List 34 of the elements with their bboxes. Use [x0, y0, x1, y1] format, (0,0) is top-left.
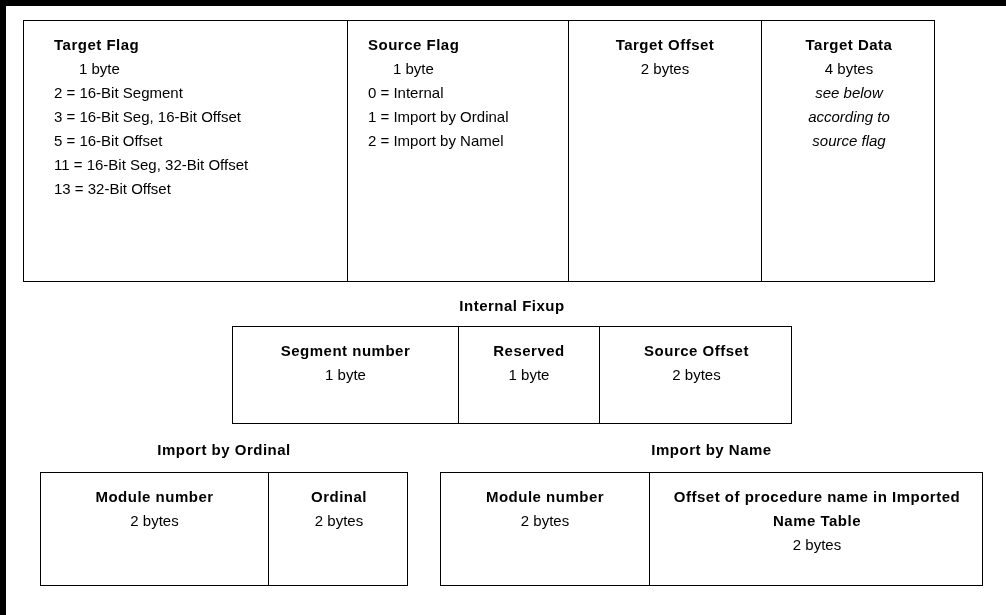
field-value: 13 = 32-Bit Offset [54, 179, 172, 199]
field-size: 1 byte [78, 59, 121, 79]
field-value: 2 = Import by Namel [368, 131, 505, 151]
field-size: 2 bytes [313, 511, 365, 531]
field-size: 2 bytes [639, 59, 691, 79]
field-name: Target Offset [614, 35, 716, 55]
field-name: Offset of procedure name in Imported Name Table [672, 487, 962, 531]
field-size: 2 bytes [671, 365, 722, 385]
field-value: 5 = 16-Bit Offset [54, 131, 164, 151]
field-name: Target Flag [54, 35, 141, 55]
section-heading: Internal Fixup [458, 296, 566, 316]
field-size: 1 byte [507, 365, 551, 385]
section-heading: Import by Ordinal [156, 440, 292, 460]
note-text: see below according to source flag [807, 83, 891, 151]
field-name: Reserved [492, 341, 566, 361]
field-value: 1 = Import by Ordinal [368, 107, 510, 127]
field-name: Source Offset [643, 341, 750, 361]
field-size: 1 byte [392, 59, 435, 79]
field-value: 0 = Internal [368, 83, 445, 103]
field-name: Ordinal [310, 487, 368, 507]
field-value: 11 = 16-Bit Seg, 32-Bit Offset [54, 155, 250, 175]
field-name: Source Flag [368, 35, 461, 55]
field-name: Module number [484, 487, 606, 507]
field-name: Module number [94, 487, 215, 507]
field-size: 2 bytes [519, 511, 571, 531]
field-value: 3 = 16-Bit Seg, 16-Bit Offset [54, 107, 242, 127]
field-size: 4 bytes [823, 59, 875, 79]
field-name: Segment number [279, 341, 412, 361]
field-size: 1 byte [324, 365, 367, 385]
field-size: 2 bytes [791, 535, 843, 555]
field-name: Target Data [804, 35, 894, 55]
field-value: 2 = 16-Bit Segment [54, 83, 184, 103]
section-heading: Import by Name [650, 440, 773, 460]
field-size: 2 bytes [129, 511, 180, 531]
